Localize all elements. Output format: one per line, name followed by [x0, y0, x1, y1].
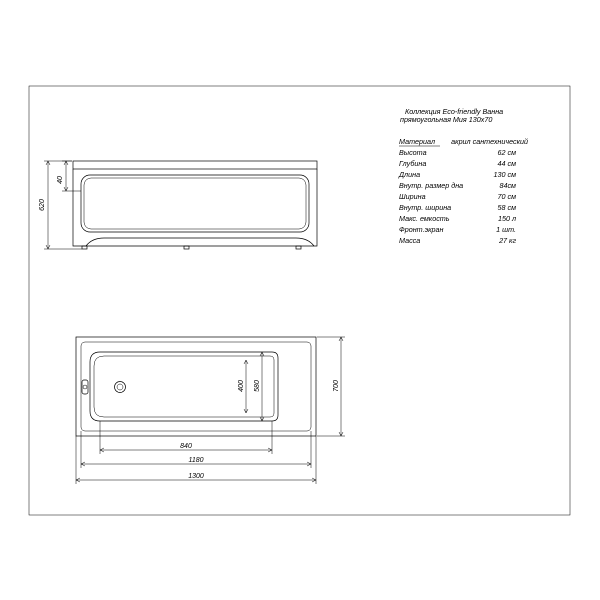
overflow-icon [81, 379, 89, 395]
spec-value: 84см [499, 181, 516, 190]
spec-label: Макс. емкость [399, 214, 450, 223]
spec-value: 130 см [493, 170, 516, 179]
spec-value: 150 л [498, 214, 516, 223]
top-view-outer [75, 336, 317, 437]
top-view-rim [80, 341, 312, 432]
title-line-2: прямоугольная Мия 130x70 [400, 115, 492, 124]
spec-label: Глубина [399, 159, 426, 168]
title-block: Коллекция Eco-friendly Ванна прямоугольн… [400, 107, 503, 124]
dim-inner-length: 1180 [188, 457, 203, 464]
spec-value: 44 см [497, 159, 516, 168]
title-line-1: Коллекция Eco-friendly Ванна [405, 107, 503, 116]
front-screen-panel [80, 174, 310, 233]
drain-icon-inner [116, 383, 124, 391]
foot-middle [183, 245, 190, 250]
spec-value: 27 кг [498, 236, 516, 245]
dim-inner-depth: 400 [238, 380, 245, 392]
dim-bottom-length: 840 [180, 443, 192, 450]
spec-value: 58 см [497, 203, 516, 212]
front-view-rim [72, 160, 318, 170]
dim-outer-length: 1300 [188, 473, 204, 480]
top-view: 400 580 700 840 1180 1300 [75, 336, 345, 484]
spec-label: Высота [399, 148, 427, 157]
spec-label: Масса [399, 236, 420, 245]
top-view-basin-inner [93, 355, 275, 418]
dim-front-depth: 40 [57, 176, 64, 184]
foot-left [81, 245, 88, 250]
dim-front-height: 620 [39, 199, 46, 211]
dim-outer-width: 700 [333, 380, 340, 392]
spec-value: акрил сантехнический [451, 137, 528, 146]
front-screen-panel-inner [83, 177, 307, 230]
foot-right [295, 245, 302, 250]
spec-label: Длина [398, 170, 420, 179]
spec-value: 70 см [497, 192, 516, 201]
front-view-body [72, 169, 318, 247]
front-view-plinth [85, 237, 315, 247]
spec-value: 1 шт. [496, 225, 516, 234]
spec-value: 62 см [497, 148, 516, 157]
top-view-basin [89, 351, 279, 422]
spec-label: Внутр. ширина [399, 203, 451, 212]
drain-icon [114, 381, 126, 393]
spec-label: Материал [399, 137, 435, 146]
spec-label: Внутр. размер дна [399, 181, 463, 190]
sheet-frame [28, 85, 571, 516]
dim-inner-width: 580 [254, 380, 261, 392]
spec-label: Фронт.экран [399, 225, 443, 234]
spec-label: Ширина [399, 192, 426, 201]
front-view: 40 620 [39, 160, 318, 250]
